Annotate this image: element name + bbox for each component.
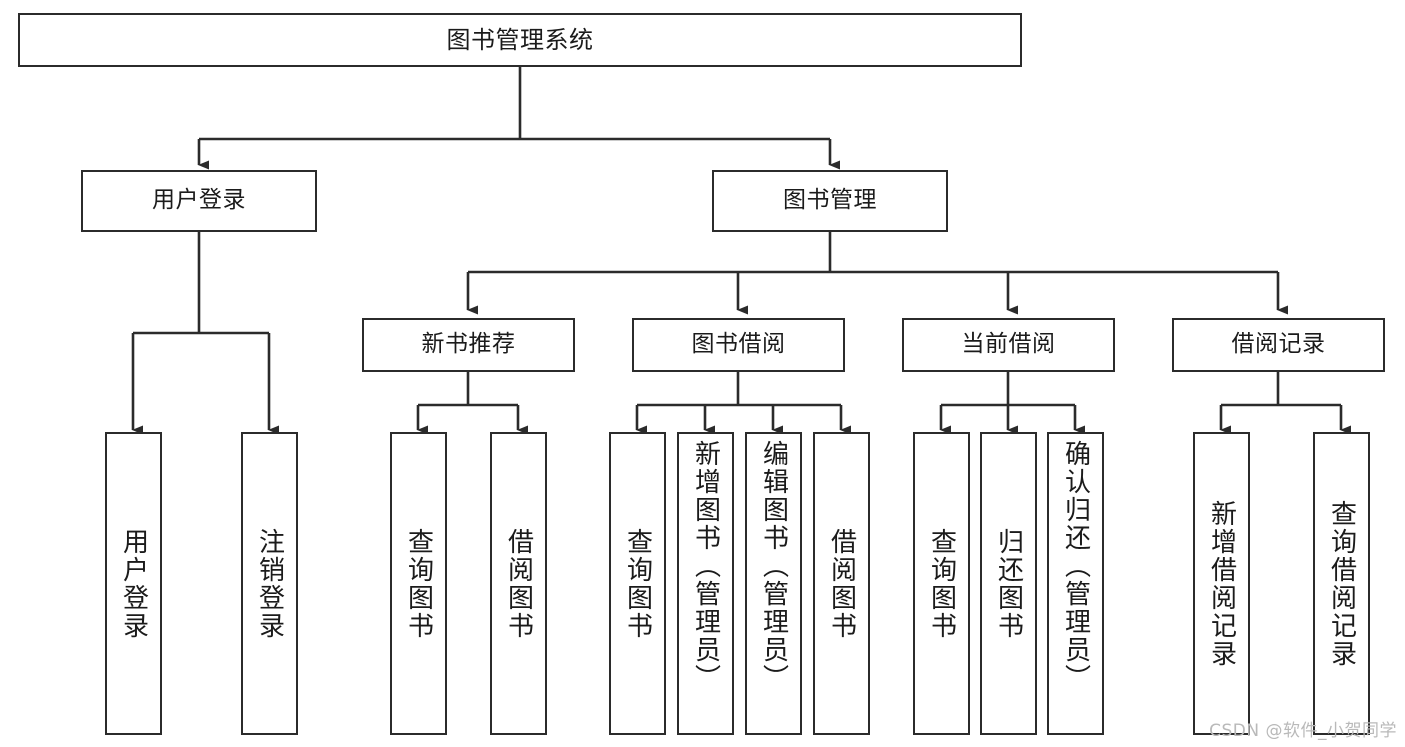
node-leaf-query-book-3[interactable]: 查询图书: [913, 432, 970, 735]
node-leaf-add-book-label: 新增图书（管理员）: [690, 440, 721, 692]
node-borrow-record[interactable]: 借阅记录: [1172, 318, 1385, 372]
node-book-borrow[interactable]: 图书借阅: [632, 318, 845, 372]
node-book-management[interactable]: 图书管理: [712, 170, 948, 232]
node-leaf-user-login[interactable]: 用户登录: [105, 432, 162, 735]
node-root-book-management-system[interactable]: 图书管理系统: [18, 13, 1022, 67]
node-leaf-query-record-label: 查询借阅记录: [1326, 499, 1357, 668]
node-leaf-borrow-book-1[interactable]: 借阅图书: [490, 432, 547, 735]
node-new-book-recommend-label: 新书推荐: [421, 331, 516, 358]
node-leaf-add-book[interactable]: 新增图书（管理员）: [677, 432, 734, 735]
node-leaf-query-record[interactable]: 查询借阅记录: [1313, 432, 1370, 735]
node-leaf-logout-login[interactable]: 注销登录: [241, 432, 298, 735]
node-book-management-label: 图书管理: [783, 187, 877, 214]
node-leaf-add-record[interactable]: 新增借阅记录: [1193, 432, 1250, 735]
node-leaf-query-book-1-label: 查询图书: [403, 527, 434, 640]
node-leaf-borrow-book-1-label: 借阅图书: [503, 527, 534, 640]
node-leaf-edit-book-label: 编辑图书（管理员）: [758, 440, 789, 692]
node-leaf-confirm-return-label: 确认归还（管理员）: [1060, 440, 1091, 692]
node-user-login[interactable]: 用户登录: [81, 170, 317, 232]
node-user-login-label: 用户登录: [152, 187, 246, 214]
csdn-watermark: CSDN @软件_小贺同学: [1209, 721, 1397, 741]
node-leaf-user-login-label: 用户登录: [118, 527, 149, 640]
node-leaf-return-book-label: 归还图书: [993, 527, 1024, 640]
node-new-book-recommend[interactable]: 新书推荐: [362, 318, 575, 372]
node-current-borrow-label: 当前借阅: [961, 331, 1056, 358]
node-leaf-edit-book[interactable]: 编辑图书（管理员）: [745, 432, 802, 735]
node-leaf-borrow-book-2-label: 借阅图书: [826, 527, 857, 640]
node-leaf-borrow-book-2[interactable]: 借阅图书: [813, 432, 870, 735]
node-leaf-return-book[interactable]: 归还图书: [980, 432, 1037, 735]
node-book-borrow-label: 图书借阅: [691, 331, 786, 358]
node-leaf-confirm-return[interactable]: 确认归还（管理员）: [1047, 432, 1104, 735]
node-borrow-record-label: 借阅记录: [1231, 331, 1326, 358]
node-leaf-query-book-2[interactable]: 查询图书: [609, 432, 666, 735]
node-leaf-logout-login-label: 注销登录: [254, 527, 285, 640]
node-leaf-query-book-3-label: 查询图书: [926, 527, 957, 640]
node-leaf-add-record-label: 新增借阅记录: [1206, 499, 1237, 668]
node-leaf-query-book-1[interactable]: 查询图书: [390, 432, 447, 735]
node-leaf-query-book-2-label: 查询图书: [622, 527, 653, 640]
node-root-label: 图书管理系统: [446, 25, 594, 54]
node-current-borrow[interactable]: 当前借阅: [902, 318, 1115, 372]
